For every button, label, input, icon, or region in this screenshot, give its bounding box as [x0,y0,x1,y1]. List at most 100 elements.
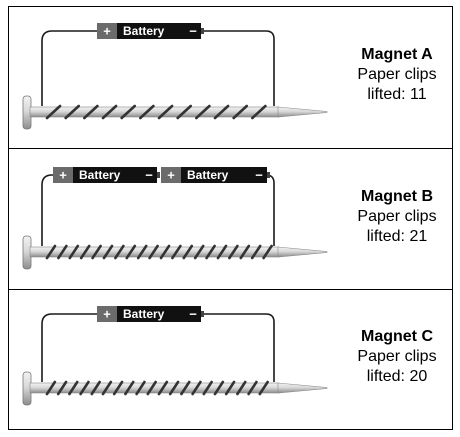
magnet-a-coil-turn [101,104,118,120]
battery-minus-label: − [189,24,197,39]
magnet-c-battery: + Battery − [97,306,204,322]
battery-terminal [201,311,204,317]
magnet-b-coil-turn [205,244,216,260]
battery-terminal [267,172,270,178]
magnet-c-coil-turn [157,380,169,396]
battery-positive-end [97,23,117,39]
magnet-c-coil-turn [90,380,101,396]
battery-minus-label: − [255,168,263,183]
magnet-c-wire [41,313,275,382]
magnet-b-coil-turn [171,244,182,260]
magnet-a-panel: + Battery − Magnet A Paper clips lifted: 1… [8,6,453,149]
magnet-c-coil-turn [112,380,124,396]
magnet-b-coil-turn [91,244,102,260]
magnet-c-coil-turn [180,380,191,396]
magnet-a-battery: + Battery − [97,23,204,39]
magnet-b-coil-turn [57,244,68,260]
magnet-c-nail-tip [277,382,328,394]
magnet-c-coil-turn [79,380,90,396]
magnet-c-coil-turn [45,380,57,396]
magnet-b-coil-turn [45,244,57,260]
magnet-a-caption-line1: Paper clips [357,66,437,83]
magnet-c-coil-turn [135,380,146,396]
magnet-a-coil-turn [64,104,81,120]
magnet-a-title: Magnet A [361,46,433,63]
magnet-b-coil-turn [114,244,125,260]
magnet-b-coil-turn [193,244,205,260]
magnet-b-coil-turn [182,244,194,260]
magnet-c-coil-turn [168,380,180,396]
magnet-b-title: Magnet B [361,188,433,205]
magnet-b-diagram: +Battery−+Battery− [22,167,328,270]
battery-body [181,167,267,183]
magnet-c-coil-turn [236,380,247,396]
magnet-b-battery: + Battery − [53,167,160,183]
battery-plus-label: + [59,168,67,183]
magnet-b-coil-turn [159,244,171,260]
magnet-c-diagram: + Battery − [22,306,328,406]
magnet-c-panel: + Battery − Magnet C Paper clips lifted: 2… [8,289,453,430]
magnet-b-coil-turn [228,244,239,260]
battery-label: Battery [123,24,165,38]
magnet-a-caption: Magnet A Paper clips lifted: 11 [342,45,452,105]
battery-label: Battery [123,307,165,321]
magnet-c-coil-turn [101,380,113,396]
magnet-b-coil-turn [125,244,137,260]
electromagnet-comparison-figure: + Battery − Magnet A Paper clips lifted: 1… [8,6,453,430]
magnet-c-coil-turn [56,380,68,396]
battery-body [117,23,201,39]
magnet-a-nail-tip [277,106,328,118]
magnet-b-coil-turn [79,244,91,260]
magnet-a-diagram: + Battery − [22,23,328,130]
magnet-a-coil-turn [251,104,267,120]
battery-plus-label: + [103,24,111,39]
magnet-c-coil-turn [247,380,258,396]
magnet-a-coil-turn [213,104,230,120]
magnet-b-caption-line1: Paper clips [357,208,437,225]
battery-plus-label: + [103,307,111,322]
magnet-a-coil-turn [176,104,193,120]
magnet-b-nail-tip [277,246,328,258]
battery-positive-end [97,306,117,322]
battery-positive-end [161,167,181,183]
magnet-c-caption-line1: Paper clips [357,348,437,365]
magnet-b-caption-line2: lifted: 21 [366,228,428,245]
magnet-a-coil-turn [45,104,62,120]
magnet-c-coil-turn [191,380,202,396]
battery-minus-label: − [189,307,197,322]
battery-label: Battery [79,168,121,182]
magnet-c-coil-turn [124,380,135,396]
magnet-b-coil-turn [136,244,148,260]
magnet-c-coil-turn [224,380,236,396]
magnet-c-coil-turn [258,380,269,396]
magnet-a-caption-line2: lifted: 11 [367,86,427,103]
magnet-b-coil-turn [262,244,273,260]
battery-minus-label: − [145,168,153,183]
magnet-a-coil-turn [232,104,249,120]
magnet-a-coil-turn [139,104,155,120]
magnet-a-coil-turn [83,104,99,120]
magnet-a-coil-turn [195,104,211,120]
magnet-b-caption: Magnet B Paper clips lifted: 21 [342,187,452,247]
battery-label: Battery [187,168,229,182]
magnet-b-coil-turn [148,244,159,260]
battery-body [117,306,201,322]
magnet-a-coil-turn [120,104,137,120]
magnet-b-coil-turn [68,244,80,260]
magnet-b-coil-turn [250,244,262,260]
battery-terminal [201,28,204,34]
magnet-c-coil-turn [146,380,157,396]
magnet-c-caption: Magnet C Paper clips lifted: 20 [342,327,452,387]
magnet-c-caption-line2: lifted: 20 [366,368,428,385]
magnet-c-coil-turn [213,380,225,396]
battery-positive-end [53,167,73,183]
battery-body [73,167,157,183]
magnet-b-panel: +Battery−+Battery− Magnet B Paper clips … [8,148,453,290]
magnet-b-battery: + Battery − [161,167,270,183]
magnet-b-coil-turn [239,244,251,260]
magnet-a-wire [41,30,275,106]
battery-terminal [157,172,160,178]
battery-plus-label: + [167,168,175,183]
magnet-b-wire [41,174,275,246]
magnet-c-coil-turn [68,380,79,396]
